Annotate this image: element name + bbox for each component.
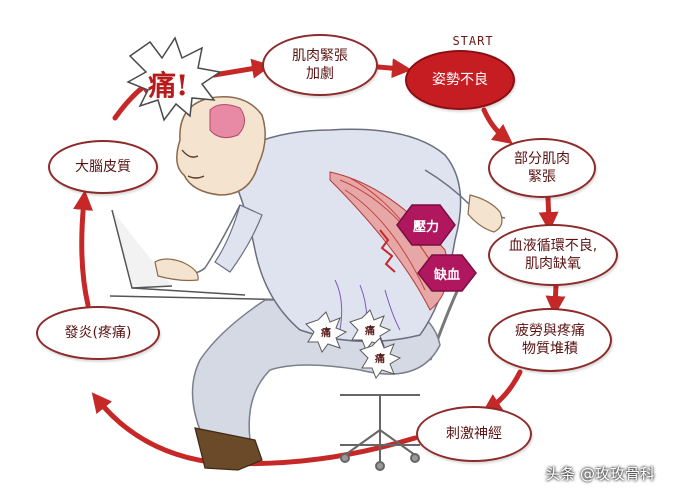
node-cortex-line-1: 大腦皮質: [75, 159, 131, 175]
node-muscle-tension-line-1: 肌肉緊張: [292, 48, 348, 64]
node-cortex: 大腦皮質: [48, 140, 158, 194]
pain-burst-icon: [126, 36, 222, 122]
node-nerve-line-1: 刺激神經: [446, 426, 502, 442]
node-inflammation-line-1: 發炎(疼痛): [64, 325, 132, 341]
pain-mark-3: 痛: [375, 354, 385, 365]
node-nerve: 刺激神經: [416, 406, 532, 462]
back-pain-bursts: [305, 309, 402, 380]
node-posture: 姿勢不良: [405, 50, 515, 110]
node-posture-line-1: 姿勢不良: [432, 72, 488, 88]
watermark: 头条 @玫玫骨科: [545, 465, 655, 483]
pain-mark-2: 痛: [365, 326, 375, 337]
hands: [154, 194, 503, 282]
node-fatigue: 疲勞與疼痛 物質堆積: [488, 308, 612, 372]
node-circulation-line-2: 肌肉缺氧: [525, 256, 581, 272]
ischemia-label: 缺血: [433, 268, 460, 283]
node-partial-tension-line-2: 緊張: [528, 169, 556, 185]
ischemia-hexagon: [417, 254, 477, 292]
node-circulation-line-1: 血液循環不良,: [508, 238, 598, 254]
node-partial-tension-line-1: 部分肌肉: [514, 151, 570, 167]
pressure-label: 壓力: [412, 220, 439, 235]
pain-exclamation: 痛!: [148, 69, 189, 102]
head: [176, 96, 266, 196]
node-muscle-tension-line-2: 加劇: [306, 66, 334, 82]
node-muscle-tension: 肌肉緊張 加劇: [262, 34, 378, 96]
node-fatigue-line-2: 物質堆積: [522, 341, 578, 357]
node-circulation: 血液循環不良, 肌肉缺氧: [488, 224, 618, 286]
node-partial-tension: 部分肌肉 緊張: [488, 138, 596, 198]
pain-mark-1: 痛: [321, 328, 331, 339]
pressure-hexagon: [396, 204, 456, 246]
node-fatigue-line-1: 疲勞與疼痛: [515, 323, 585, 339]
node-inflammation: 發炎(疼痛): [36, 306, 160, 360]
start-marker: START: [452, 34, 494, 48]
